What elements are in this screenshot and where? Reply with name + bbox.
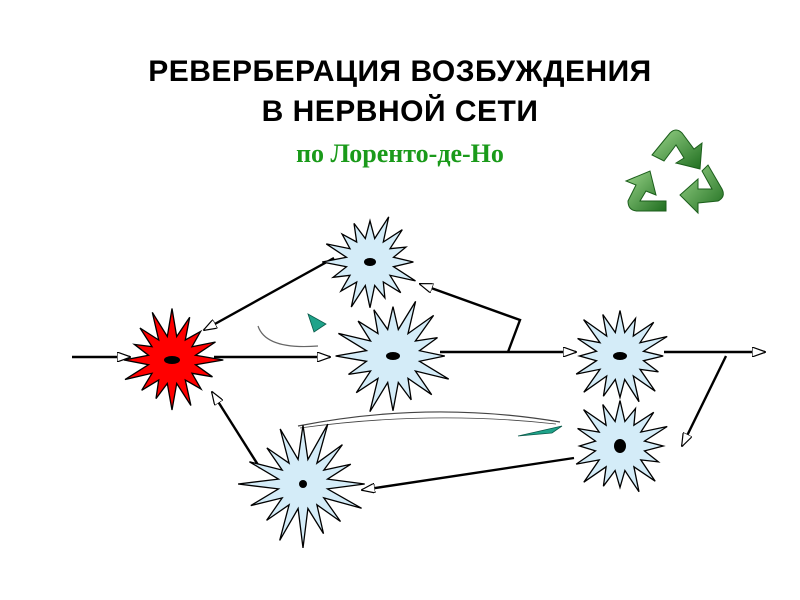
connection-branch-to-top — [420, 282, 522, 353]
title-line-2: В НЕРВНОЙ СЕТИ — [261, 95, 539, 128]
reverberation-arc — [297, 411, 561, 427]
n-lower-right-nucleus — [614, 439, 626, 453]
rotation-arc — [257, 325, 319, 348]
rotation-arrowhead — [307, 313, 327, 333]
title-block: РЕВЕРБЕРАЦИЯ ВОЗБУЖДЕНИЯ В НЕРВНОЙ СЕТИ … — [0, 52, 800, 172]
connection-top-to-input — [204, 256, 335, 330]
n-top-nucleus — [364, 258, 376, 266]
title-line-1: РЕВЕРБЕРАЦИЯ ВОЗБУЖДЕНИЯ — [148, 55, 652, 88]
recycle-icon — [624, 129, 724, 215]
connection-lower-right-to-bottom-left — [362, 456, 575, 490]
reverberation-arrowhead — [517, 425, 563, 437]
connection-right-to-lower-right — [682, 355, 728, 446]
n-right-nucleus — [613, 352, 627, 360]
n-input-nucleus — [164, 356, 180, 364]
connection-bottom-left-to-input — [212, 392, 262, 469]
subtitle: по Лоренто-де-Но — [296, 139, 504, 168]
n-bottom-left-nucleus — [299, 480, 307, 488]
n-middle-nucleus — [386, 352, 400, 360]
